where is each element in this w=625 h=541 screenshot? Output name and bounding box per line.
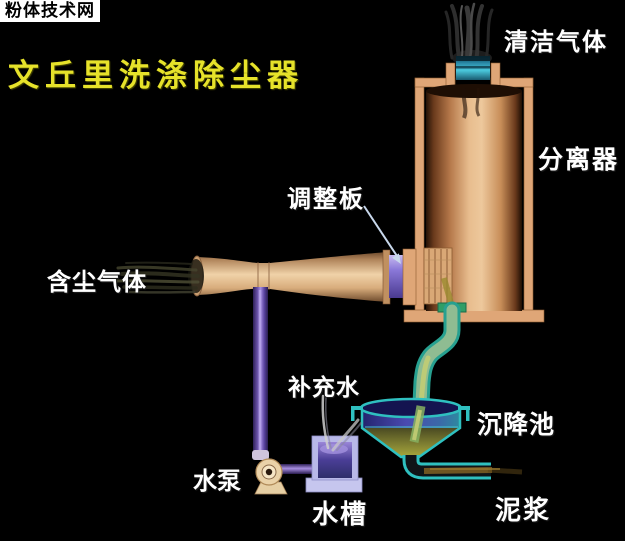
- dusty-gas-smoke: [114, 259, 204, 294]
- adjust-plate-arrow: [363, 205, 401, 264]
- separator-drain-pipe: [412, 301, 467, 413]
- settling-pond-icon: [351, 397, 470, 459]
- water-streams: [321, 394, 362, 452]
- slurry-pipe: [402, 455, 523, 480]
- venturi-shell-collar: [402, 248, 417, 306]
- label-clean-gas: 清洁气体: [504, 28, 608, 56]
- water-pipe-horizontal: [278, 464, 315, 474]
- water-tank-icon: [305, 435, 363, 493]
- separator-shell: [403, 62, 545, 323]
- gas-outlet-port-icon: [456, 56, 490, 80]
- overflow-stream: [331, 418, 360, 452]
- adjust-plate: [389, 255, 404, 298]
- makeup-water-stream: [321, 394, 330, 450]
- site-watermark: 粉体技术网: [0, 0, 100, 22]
- water-pump-icon: [254, 458, 288, 495]
- label-slurry: 泥浆: [495, 496, 552, 526]
- label-makeup-water: 补充水: [288, 375, 360, 401]
- venturi-tube: [190, 249, 391, 305]
- label-water-tank: 水槽: [312, 500, 369, 530]
- label-water-pump: 水泵: [193, 467, 241, 495]
- duct-outlet-grate: [423, 247, 455, 309]
- slurry-stream: [423, 467, 493, 474]
- page-title: 文丘里洗涤除尘器: [8, 58, 304, 94]
- label-separator: 分离器: [538, 145, 620, 174]
- pump-inlet-elbow: [252, 450, 269, 460]
- label-adjust-plate: 调整板: [287, 185, 365, 213]
- label-settling-pond: 沉降池: [477, 410, 556, 439]
- label-dusty-gas: 含尘气体: [47, 268, 147, 296]
